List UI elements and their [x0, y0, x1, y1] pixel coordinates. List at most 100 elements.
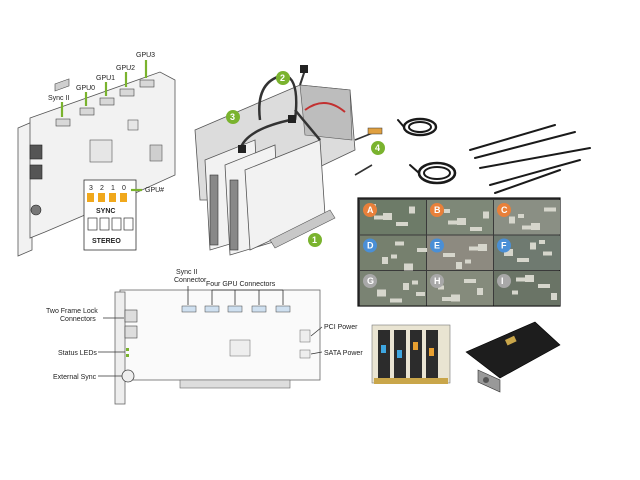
leader-sata-power — [310, 351, 323, 355]
schem-led-1 — [126, 348, 129, 351]
photo-pcb — [465, 321, 561, 379]
label-sata-power: SATA Power — [324, 350, 363, 357]
schem-gpu-connector-3 — [251, 305, 267, 313]
tile-marker-e — [430, 238, 444, 253]
gpu-connector-row — [54, 78, 70, 92]
callout-3 — [226, 110, 240, 124]
gpu0-connector — [79, 107, 95, 116]
cable-connector-2 — [288, 115, 296, 123]
tile-marker-a — [363, 203, 377, 217]
gpu-assembly: 2 3 4 1 — [194, 65, 385, 256]
tile-letter-b: B — [434, 205, 441, 215]
schem-gpu-connector-2 — [227, 305, 243, 313]
schem-led-2 — [126, 354, 129, 357]
tile-letter-i: I — [501, 276, 504, 286]
map-building — [517, 258, 529, 262]
map-building — [551, 293, 557, 300]
gpu-led-3 — [87, 193, 94, 202]
schematic-bracket — [114, 291, 126, 405]
label-gpu-hash: GPU# — [145, 187, 164, 194]
photo-highlight-2 — [397, 350, 402, 358]
tile-marker-f — [497, 238, 511, 253]
tile-marker-c — [497, 203, 511, 217]
chip-small — [127, 119, 139, 131]
led-digit-3: 3 — [89, 185, 93, 192]
tile-marker-g — [363, 274, 377, 288]
map-building — [417, 248, 429, 252]
map-building — [522, 225, 531, 230]
stereo-led-2 — [99, 217, 110, 231]
stereo-led-4 — [123, 217, 134, 231]
schem-chip — [229, 339, 251, 357]
tile-marker-b — [430, 203, 444, 217]
label-gpu2: GPU2 — [116, 65, 135, 72]
map-building — [530, 242, 536, 250]
map-building — [465, 259, 471, 264]
label-gpu0: GPU0 — [76, 85, 95, 92]
map-building — [477, 288, 483, 295]
schem-framelock-2 — [124, 325, 138, 339]
gpu-led-2 — [98, 193, 105, 202]
callout-2-label: 2 — [280, 73, 285, 83]
map-building — [442, 297, 451, 301]
photo-bnc — [483, 377, 489, 383]
sync-stereo-legend: 3 2 1 0 SYNC STEREO — [83, 179, 137, 251]
callout-1 — [308, 233, 322, 247]
gpu-led-0 — [120, 193, 127, 202]
map-building — [504, 249, 513, 256]
map-building — [395, 241, 404, 246]
gpu2-connector — [119, 88, 135, 97]
tile-marker-d — [363, 238, 377, 253]
led-digit-0: 0 — [122, 185, 126, 192]
gpu3-connector — [139, 79, 155, 88]
sync-card-photo — [465, 321, 561, 393]
sync2-connector — [55, 118, 71, 127]
sync-card-top-view: Sync II GPU0 GPU1 GPU2 GPU3 3 2 1 0 SYNC… — [17, 52, 176, 257]
map-building — [543, 251, 552, 256]
map-building — [396, 222, 408, 226]
tile-letter-c: C — [501, 205, 508, 215]
callout-4-label: 4 — [375, 143, 380, 153]
photo-bracket — [477, 369, 501, 393]
map-building — [383, 213, 392, 220]
schem-ext-sync — [121, 369, 135, 383]
photo-highlight-3 — [413, 342, 418, 350]
chip — [89, 139, 113, 163]
photo-card-3 — [410, 330, 422, 380]
map-building — [518, 214, 524, 218]
led-digit-1: 1 — [111, 185, 115, 192]
rj45-port-2 — [29, 164, 43, 180]
callout-1-label: 1 — [312, 235, 317, 245]
coiled-cable-1 — [397, 117, 438, 137]
map-building — [403, 283, 409, 290]
label-four-gpu: Four GPU Connectors — [206, 281, 276, 288]
label-external-sync: External Sync — [53, 374, 97, 381]
stereo-led-1 — [87, 217, 98, 231]
map-building — [469, 246, 478, 251]
map-building — [464, 279, 476, 283]
label-pci-power: PCI Power — [324, 324, 358, 331]
schem-pci-power — [299, 329, 311, 343]
ribbon-cable-e — [494, 169, 561, 194]
card-bracket — [17, 121, 33, 257]
map-building — [470, 227, 482, 231]
tile-marker-h — [430, 274, 444, 288]
map-building — [478, 244, 487, 251]
map-building — [538, 284, 550, 288]
map-building — [531, 223, 540, 230]
map-building — [516, 277, 525, 282]
tile-letter-f: F — [501, 241, 507, 251]
coiled-cable-2 — [409, 161, 457, 185]
tile-marker-i — [497, 274, 511, 288]
label-stereo: STEREO — [92, 238, 121, 245]
map-building — [438, 285, 444, 290]
callout-3-label: 3 — [230, 112, 235, 122]
schem-sync2-connector — [181, 305, 197, 313]
photo-card-1 — [378, 330, 390, 380]
map-building — [412, 280, 418, 285]
map-building — [390, 298, 402, 303]
schem-gpu-connector-4 — [275, 305, 291, 313]
map-building — [443, 253, 455, 257]
